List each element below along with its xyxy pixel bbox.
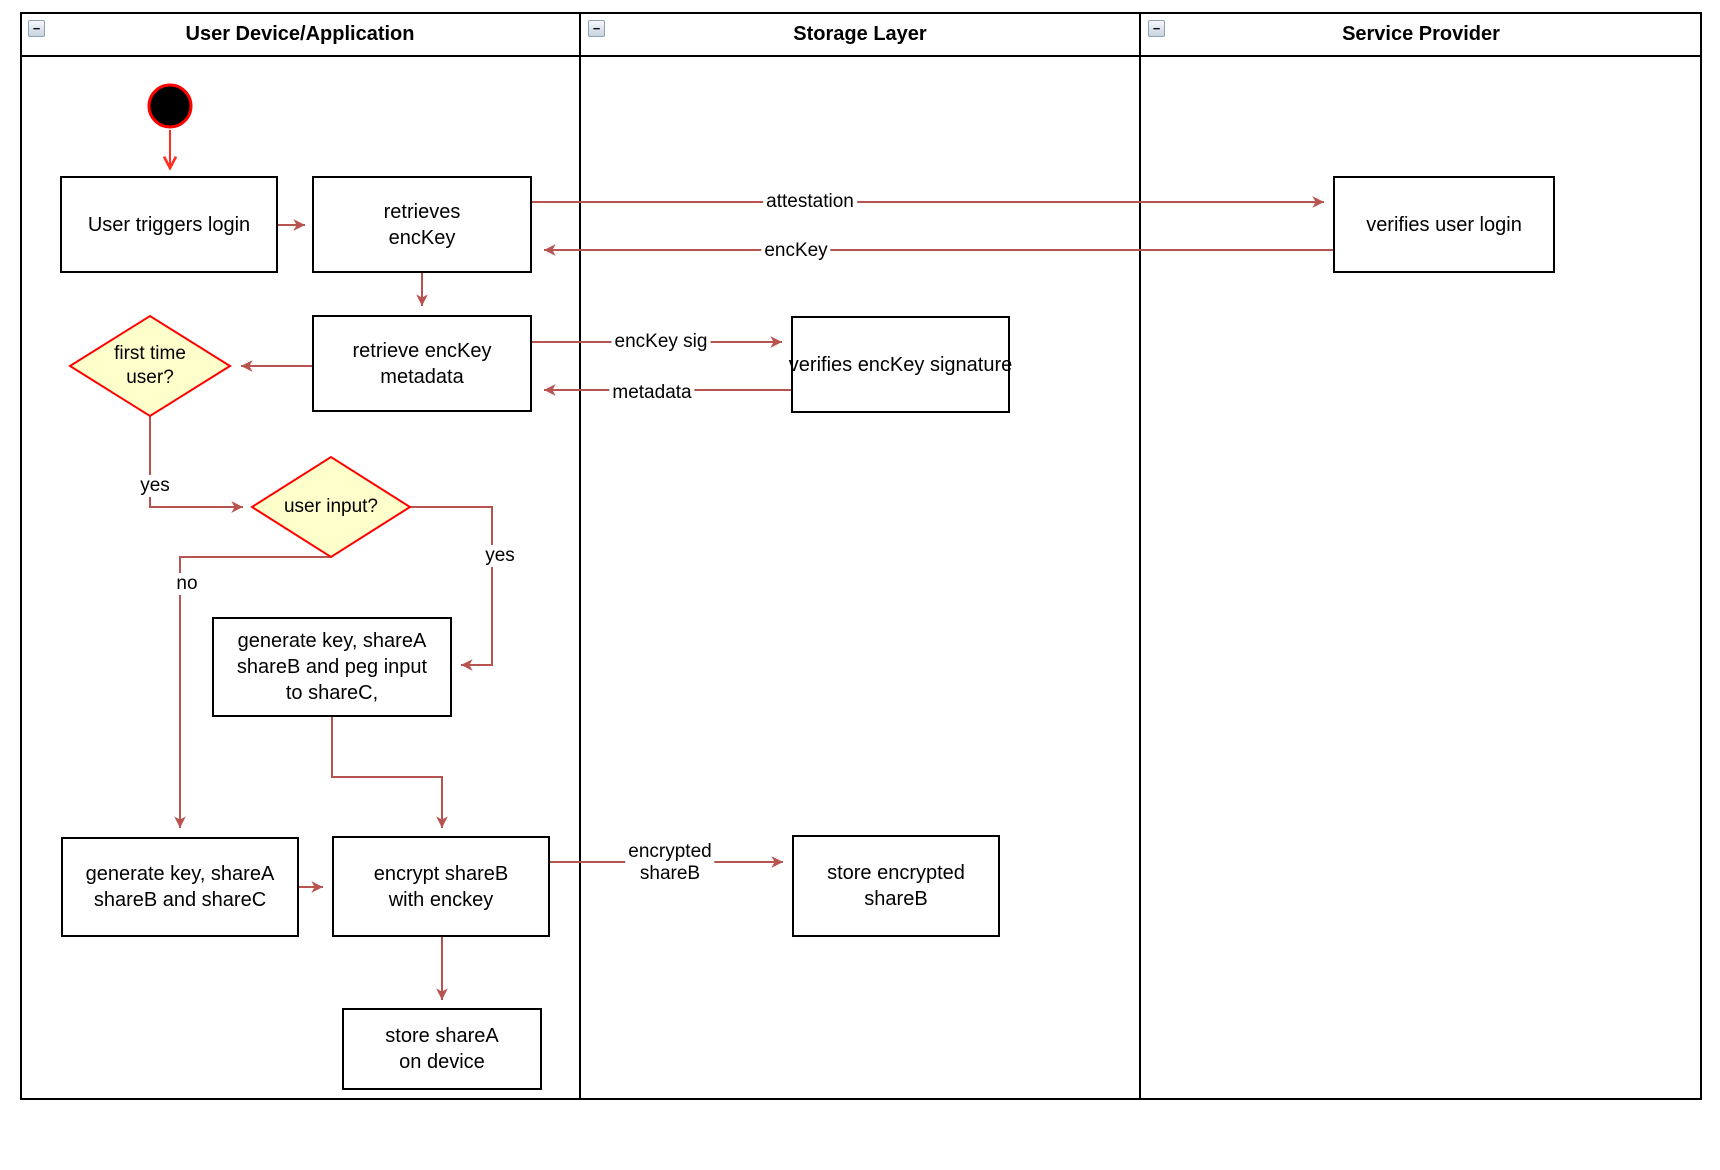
node-user-triggers-login[interactable]: User triggers login: [60, 176, 278, 273]
decision-user-input-label: user input?: [283, 496, 379, 517]
lane-title-user-device: User Device/Application: [185, 23, 415, 45]
edge-label-first-time-yes: yes: [137, 475, 173, 497]
node-verifies-user-login[interactable]: verifies user login: [1333, 176, 1555, 273]
edge-label-user-input-yes: yes: [482, 545, 518, 567]
edge-label-enckey: encKey: [761, 240, 831, 262]
lane-title-service-provider: Service Provider: [1342, 23, 1500, 45]
node-retrieve-enckey-metadata[interactable]: retrieve encKey metadata: [312, 315, 532, 412]
lane-divider-2: [1139, 12, 1141, 1100]
node-generate-key-peg-input[interactable]: generate key, shareA shareB and peg inpu…: [212, 617, 452, 717]
swimlane-pool-border: [20, 12, 1702, 1100]
edge-label-metadata: metadata: [609, 382, 695, 404]
lane-divider-1: [579, 12, 581, 1100]
lane-header-separator: [20, 55, 1702, 57]
edge-label-attestation: attestation: [763, 191, 857, 213]
decision-first-time-user-label: first time user?: [114, 343, 186, 388]
node-store-sharea-on-device[interactable]: store shareA on device: [342, 1008, 542, 1090]
collapse-minus-icon[interactable]: −: [28, 20, 45, 37]
edge-label-encrypted-shareb: encrypted shareB: [625, 841, 715, 885]
edge-label-user-input-no: no: [173, 573, 201, 595]
edge-label-enckey-sig: encKey sig: [611, 331, 711, 353]
node-retrieves-enckey[interactable]: retrieves encKey: [312, 176, 532, 273]
lane-title-storage-layer: Storage Layer: [793, 23, 927, 45]
node-verifies-enckey-signature[interactable]: verifies encKey signature: [789, 316, 1012, 413]
node-generate-key-sharec[interactable]: generate key, shareA shareB and shareC: [61, 837, 299, 937]
collapse-minus-icon[interactable]: −: [588, 20, 605, 37]
node-encrypt-shareb[interactable]: encrypt shareB with enckey: [332, 836, 550, 937]
collapse-minus-icon[interactable]: −: [1148, 20, 1165, 37]
node-store-encrypted-shareb[interactable]: store encrypted shareB: [792, 835, 1000, 937]
